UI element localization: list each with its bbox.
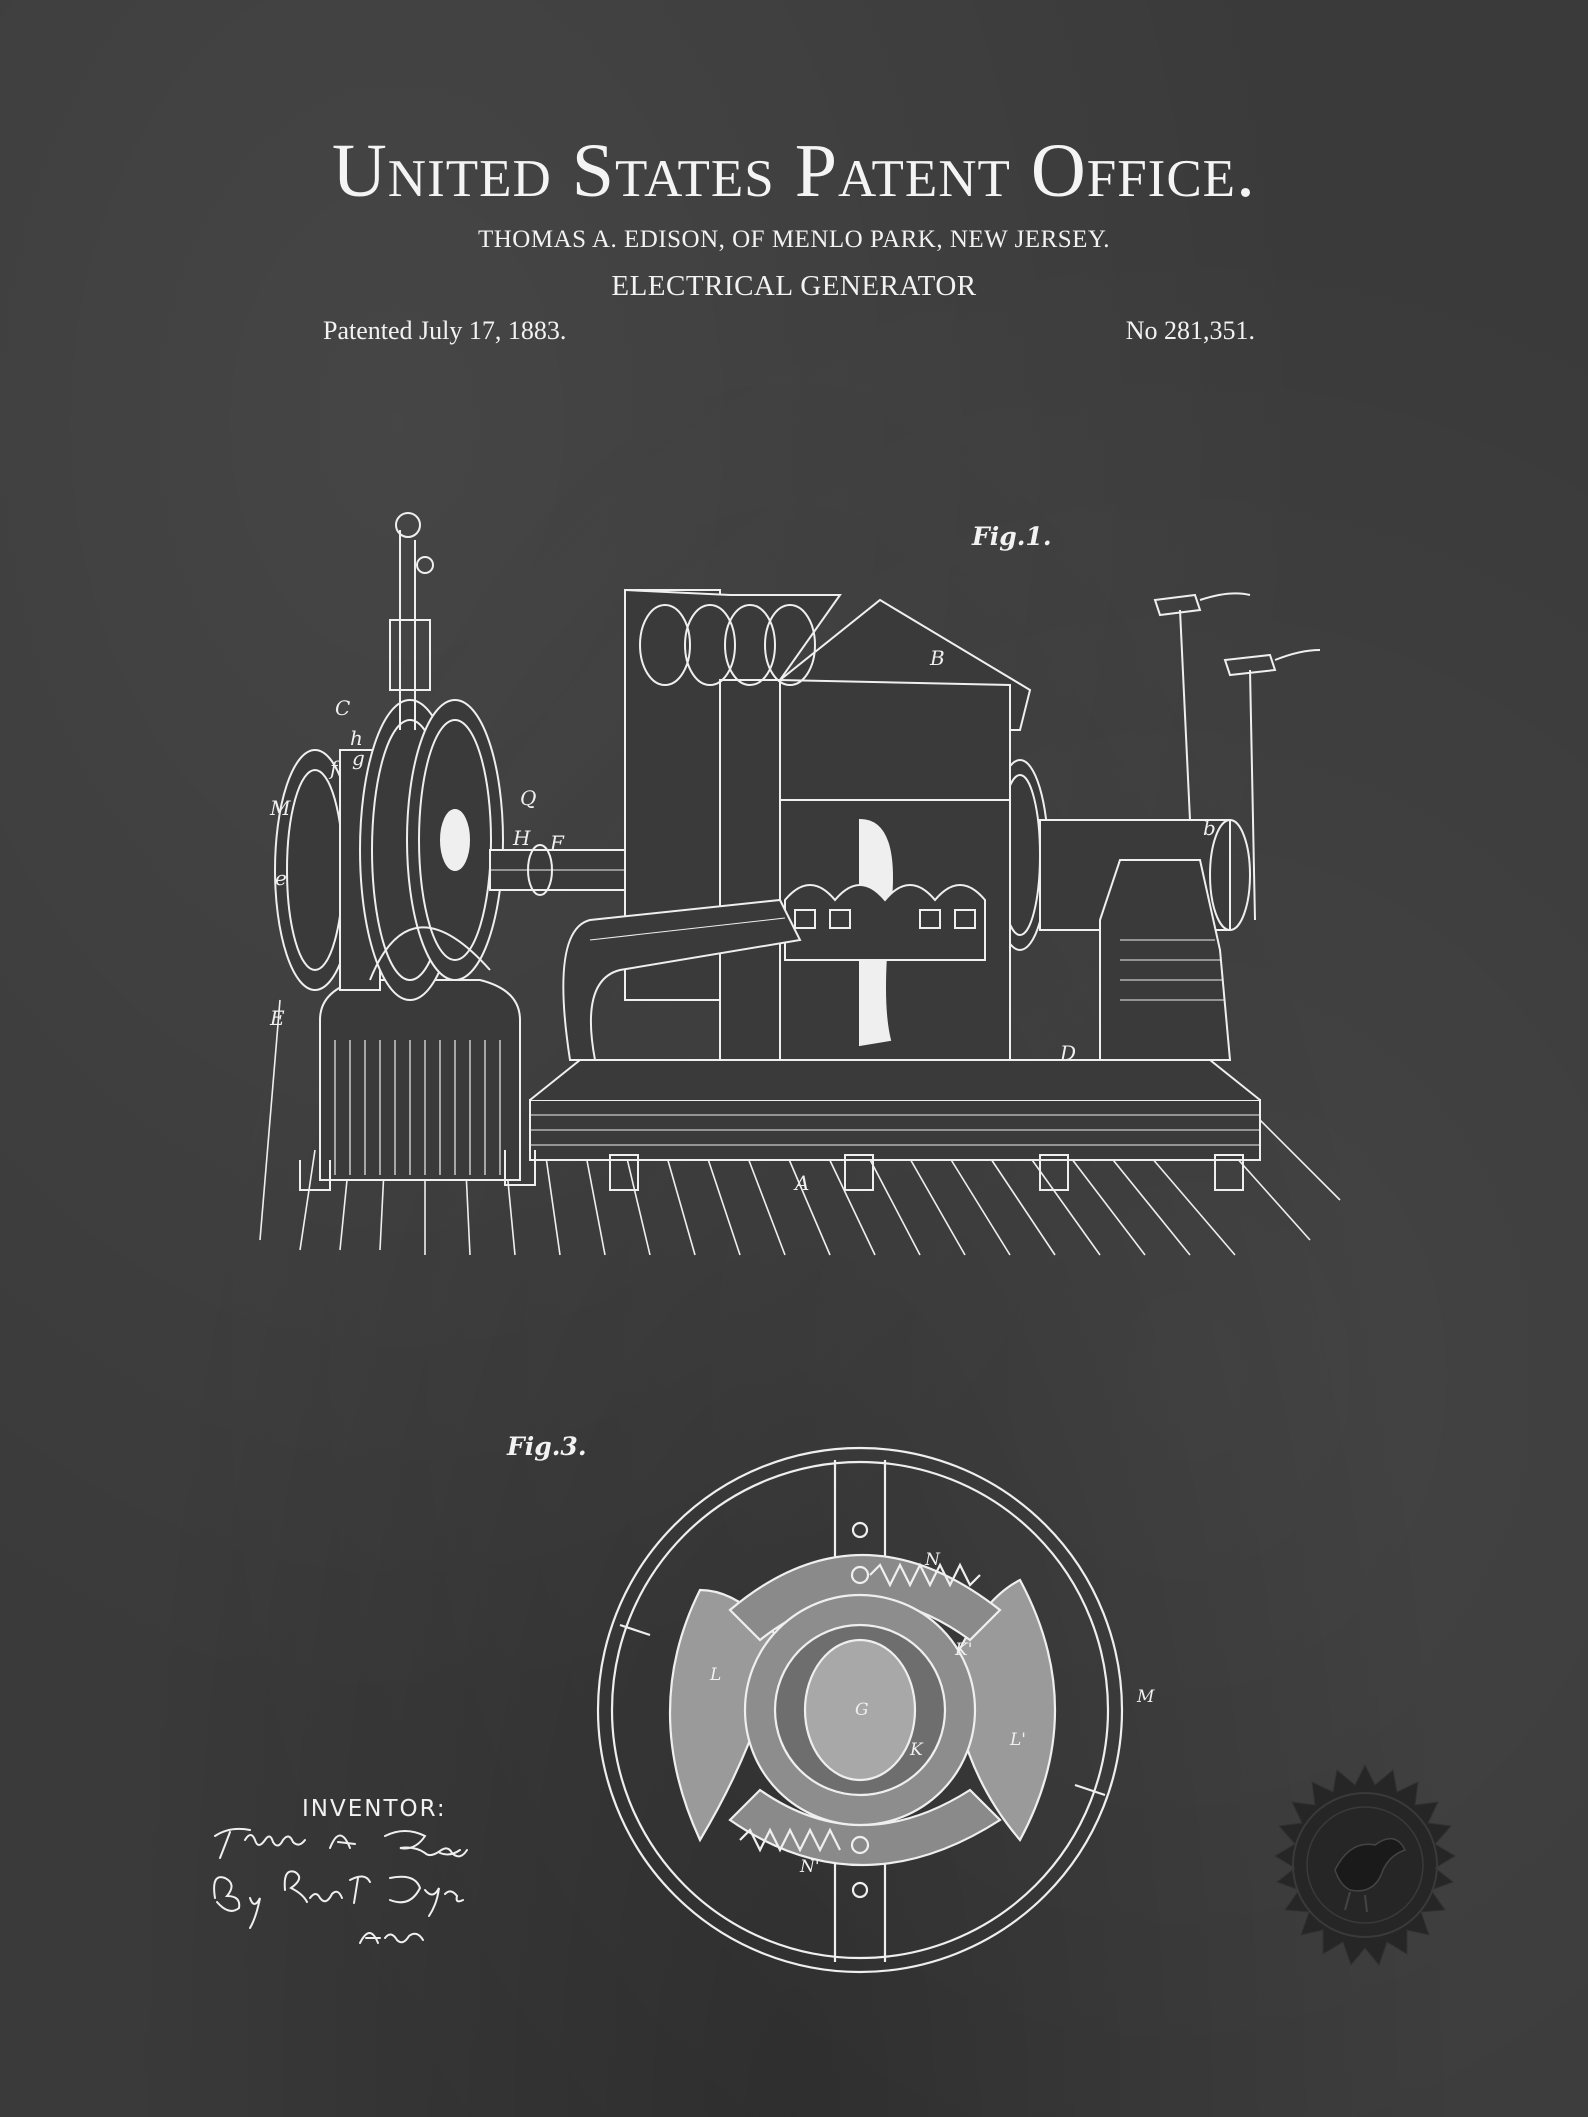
- inventor-line: THOMAS A. EDISON, OF MENLO PARK, NEW JER…: [477, 226, 1111, 253]
- fig3-drawing: N K' M L L' G K N': [596, 1446, 1155, 1974]
- base-platform: [529, 1059, 1261, 1191]
- fig1-drawing: B C h M f g Q e H F E A D b: [259, 512, 1341, 1256]
- brush-rods: [1153, 592, 1321, 921]
- svg-text:b: b: [1203, 816, 1216, 840]
- commutator-assembly: [1039, 819, 1251, 1061]
- svg-text:G: G: [855, 1700, 869, 1720]
- field-magnet-box: [624, 589, 1032, 1061]
- svg-text:E: E: [269, 1006, 285, 1030]
- fig3-reference-letters: N K' M L L' G K N': [709, 1550, 1155, 1877]
- svg-text:L: L: [709, 1665, 721, 1685]
- fig3-label: Fig.3.: [507, 1432, 587, 1461]
- svg-text:M: M: [1136, 1687, 1155, 1707]
- svg-text:N: N: [924, 1550, 941, 1570]
- patent-number: No 281,351.: [1125, 316, 1255, 345]
- page-title: United States Patent Office.: [331, 129, 1257, 213]
- svg-text:N': N': [799, 1857, 820, 1877]
- svg-text:A: A: [793, 1171, 809, 1195]
- fig1-label: Fig.1.: [972, 522, 1052, 551]
- engine-pedestal: [299, 979, 536, 1191]
- engine-disks: [359, 699, 504, 1001]
- svg-text:D: D: [1059, 1041, 1076, 1065]
- svg-text:e: e: [275, 866, 287, 890]
- svg-text:M: M: [269, 796, 291, 820]
- svg-text:F: F: [549, 831, 565, 855]
- handwritten-signature: [213, 1827, 468, 1944]
- steam-pipe: [562, 898, 802, 1061]
- svg-text:h: h: [350, 726, 363, 750]
- svg-text:H: H: [512, 826, 531, 850]
- svg-text:B: B: [929, 646, 945, 670]
- svg-text:K': K': [954, 1640, 972, 1660]
- svg-text:K: K: [909, 1740, 924, 1760]
- svg-text:C: C: [335, 696, 350, 720]
- governor: [389, 512, 434, 730]
- invention-title: ELECTRICAL GENERATOR: [611, 270, 977, 302]
- inventor-heading: INVENTOR:: [302, 1796, 447, 1822]
- svg-text:L': L': [1009, 1730, 1026, 1750]
- svg-text:Q: Q: [520, 786, 536, 810]
- svg-text:g: g: [352, 746, 365, 770]
- fig1-reference-letters: B C h M f g Q e H F E A D b: [269, 646, 1216, 1195]
- patent-date: Patented July 17, 1883.: [323, 316, 567, 345]
- eagle-seal-icon: [1274, 1763, 1456, 1967]
- inventor-signature-block: INVENTOR:: [210, 1796, 540, 1966]
